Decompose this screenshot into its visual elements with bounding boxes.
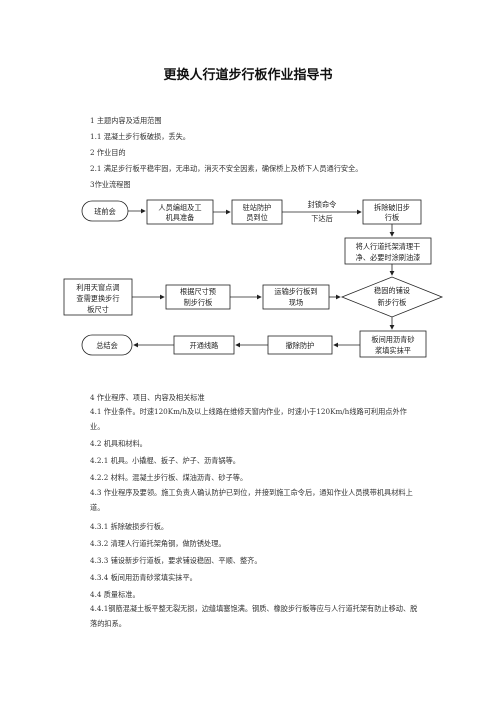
section-4-4-1: 4.4.1钢筋混凝土板平整无裂无损，边缝填塞饱满。钢质、橡胶步行板等应与人行道托… — [90, 604, 418, 628]
fill-label-1: 板间用沥青砂 — [371, 335, 414, 344]
section-4-3-2: 4.3.2 清理人行道托架角钢，做防锈处理。 — [90, 539, 226, 548]
lay-label-1: 稳固的铺设 — [374, 286, 410, 295]
cancel-label: 撤除防护 — [286, 341, 315, 350]
guard-label-1: 驻站防护 — [243, 203, 272, 212]
remove-label-1: 拆除破旧步 — [374, 203, 410, 212]
section-4-2-1: 4.2.1 机具。小撬棍、扳子、炉子、沥青锅等。 — [90, 456, 240, 465]
section-4-1: 4.1 作业条件。时速120Km/h及以上线路在维修天窗内作业，时速小于120K… — [90, 407, 407, 431]
meeting-after-node — [81, 334, 133, 356]
section-4-3-3: 4.3.3 铺设新步行道板，要求铺设稳固、平顺、整齐。 — [90, 556, 262, 565]
prefab-label-1: 根据尺寸预 — [180, 287, 216, 296]
clean-label-1: 将人行道托架清理干 — [356, 242, 421, 251]
section-4-3: 4.3 作业程序及要领。施工负责人确认防护已到位，并接到施工命令后，通知作业人员… — [90, 488, 413, 512]
fill-label-2: 浆填实抹平 — [375, 346, 411, 355]
lay-node — [340, 276, 444, 318]
transport-label-1: 运输步行板到 — [274, 287, 317, 296]
prep-label-2: 机具准备 — [166, 213, 195, 222]
skylight-label-1: 利用天窗点调 — [76, 283, 119, 292]
section-1-heading: 1 主题内容及适用范围 — [90, 116, 162, 125]
section-4-4: 4.4 质量标准。 — [90, 590, 140, 599]
fill-node — [359, 330, 427, 358]
clean-label-2: 净、必要时涂刷油漆 — [356, 253, 421, 262]
order-label-2: 下达后 — [311, 214, 333, 223]
clean-node — [344, 237, 432, 265]
section-4-3-1: 4.3.1 拆除破损步行板。 — [90, 522, 169, 531]
section-4-3-4: 4.3.4 板间用沥青砂浆填实抹平。 — [90, 573, 197, 582]
meeting-before-label: 班前会 — [94, 207, 116, 216]
skylight-label-2: 查需更换步行 — [76, 294, 119, 303]
section-1-1: 1.1 混凝土步行板破损，丢失。 — [90, 132, 190, 141]
section-2-1: 2.1 满足步行板平稳牢固，无串动，消灭不安全因素，确保桥上及桥下人员通行安全。 — [90, 164, 363, 173]
section-4-heading: 4 作业程序、项目、内容及相关标准 — [90, 393, 205, 402]
section-4-2-2: 4.2.2 材料。混凝土步行板、煤油沥青、砂子等。 — [90, 473, 248, 482]
meeting-after-label: 总结会 — [96, 341, 118, 350]
flowchart: 班前会 人员编组及工 机具准备 驻站防护 员到位 封锁命令 下达后 拆除破旧步 … — [63, 199, 444, 358]
lay-label-2: 新步行板 — [378, 298, 407, 307]
order-label-1: 封锁命令 — [308, 200, 337, 209]
remove-label-2: 行板 — [385, 213, 399, 222]
prefab-label-2: 制步行板 — [184, 298, 213, 307]
open-label: 开通线路 — [190, 341, 219, 350]
skylight-label-3: 板尺寸 — [87, 305, 109, 314]
section-3-heading: 3作业流程图 — [90, 180, 131, 189]
document-title: 更换人行道步行板作业指导书 — [163, 68, 333, 83]
section-4-2: 4.2 机具和材料。 — [90, 439, 147, 448]
prep-label-1: 人员编组及工 — [158, 203, 201, 212]
section-2-heading: 2 作业目的 — [90, 148, 126, 157]
guard-label-2: 员到位 — [246, 213, 268, 222]
transport-label-2: 现场 — [289, 298, 303, 307]
